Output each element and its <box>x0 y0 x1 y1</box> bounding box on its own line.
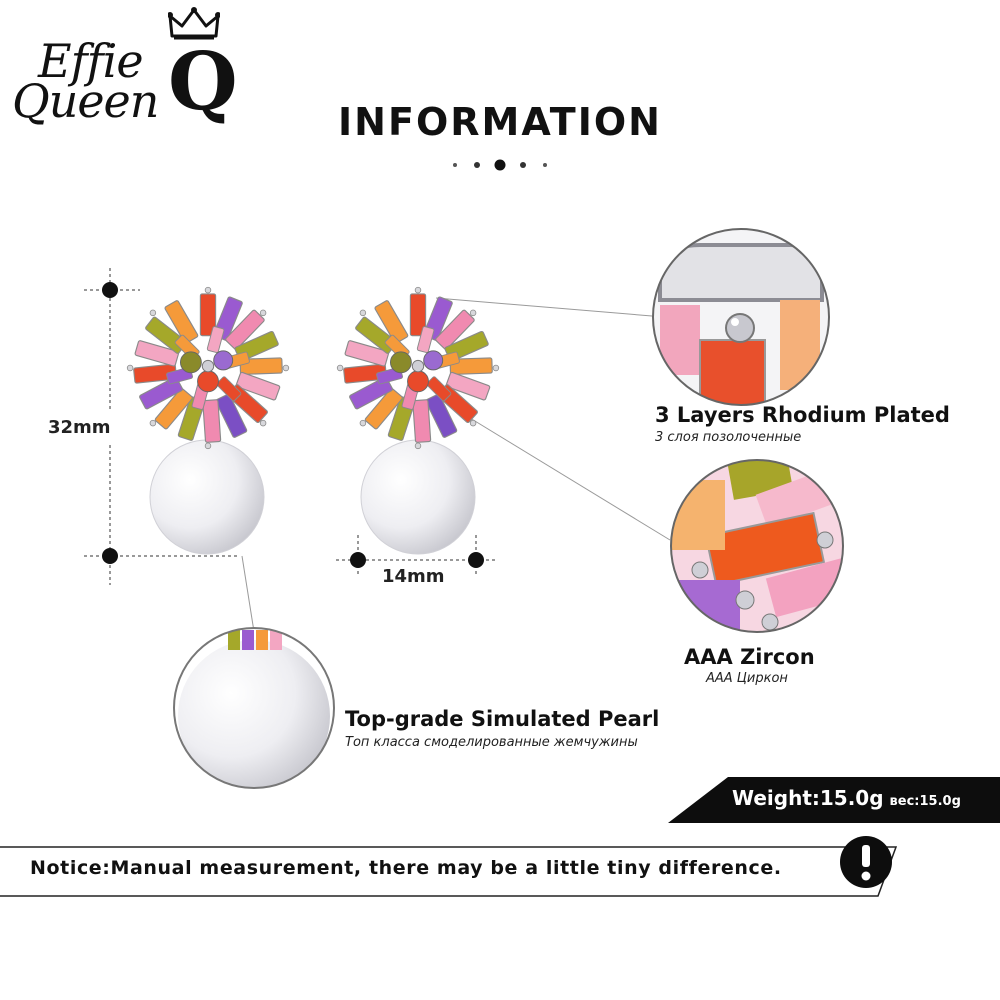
width-dimension-label: 14mm <box>382 566 445 587</box>
callout-rhodium-title: 3 Layers Rhodium Plated <box>655 403 950 427</box>
brand-line1: Effie <box>38 34 144 88</box>
detail-rhodium <box>652 228 830 406</box>
brand-line2: Queen <box>12 74 159 128</box>
pearl-right <box>360 439 476 555</box>
callout-rhodium-subtitle: 3 слоя позолоченные <box>655 430 802 445</box>
detail-zircon <box>670 459 844 633</box>
weight-banner <box>668 777 1000 823</box>
title-dots-divider <box>453 159 547 171</box>
notice-text: Notice:Manual measurement, there may be … <box>30 857 782 879</box>
exclamation-icon <box>840 836 892 888</box>
callout-zircon-subtitle: AAA Циркон <box>706 671 788 686</box>
crown-icon <box>168 7 220 40</box>
callout-zircon-title: AAA Zircon <box>684 645 815 669</box>
height-dimension-label: 32mm <box>48 417 111 438</box>
pearl-left <box>149 439 265 555</box>
callout-pearl-subtitle: Топ класса смоделированные жемчужины <box>345 735 638 750</box>
weight-label-ru: вес:15.0g <box>889 794 961 809</box>
page-title: INFORMATION <box>338 100 662 144</box>
callout-pearl-title: Top-grade Simulated Pearl <box>345 707 660 731</box>
weight-text: Weight:15.0g вес:15.0g <box>732 786 961 810</box>
detail-pearl <box>173 627 335 789</box>
weight-label: Weight:15.0g <box>732 786 884 810</box>
brand-crest-letter: Q <box>168 34 238 128</box>
